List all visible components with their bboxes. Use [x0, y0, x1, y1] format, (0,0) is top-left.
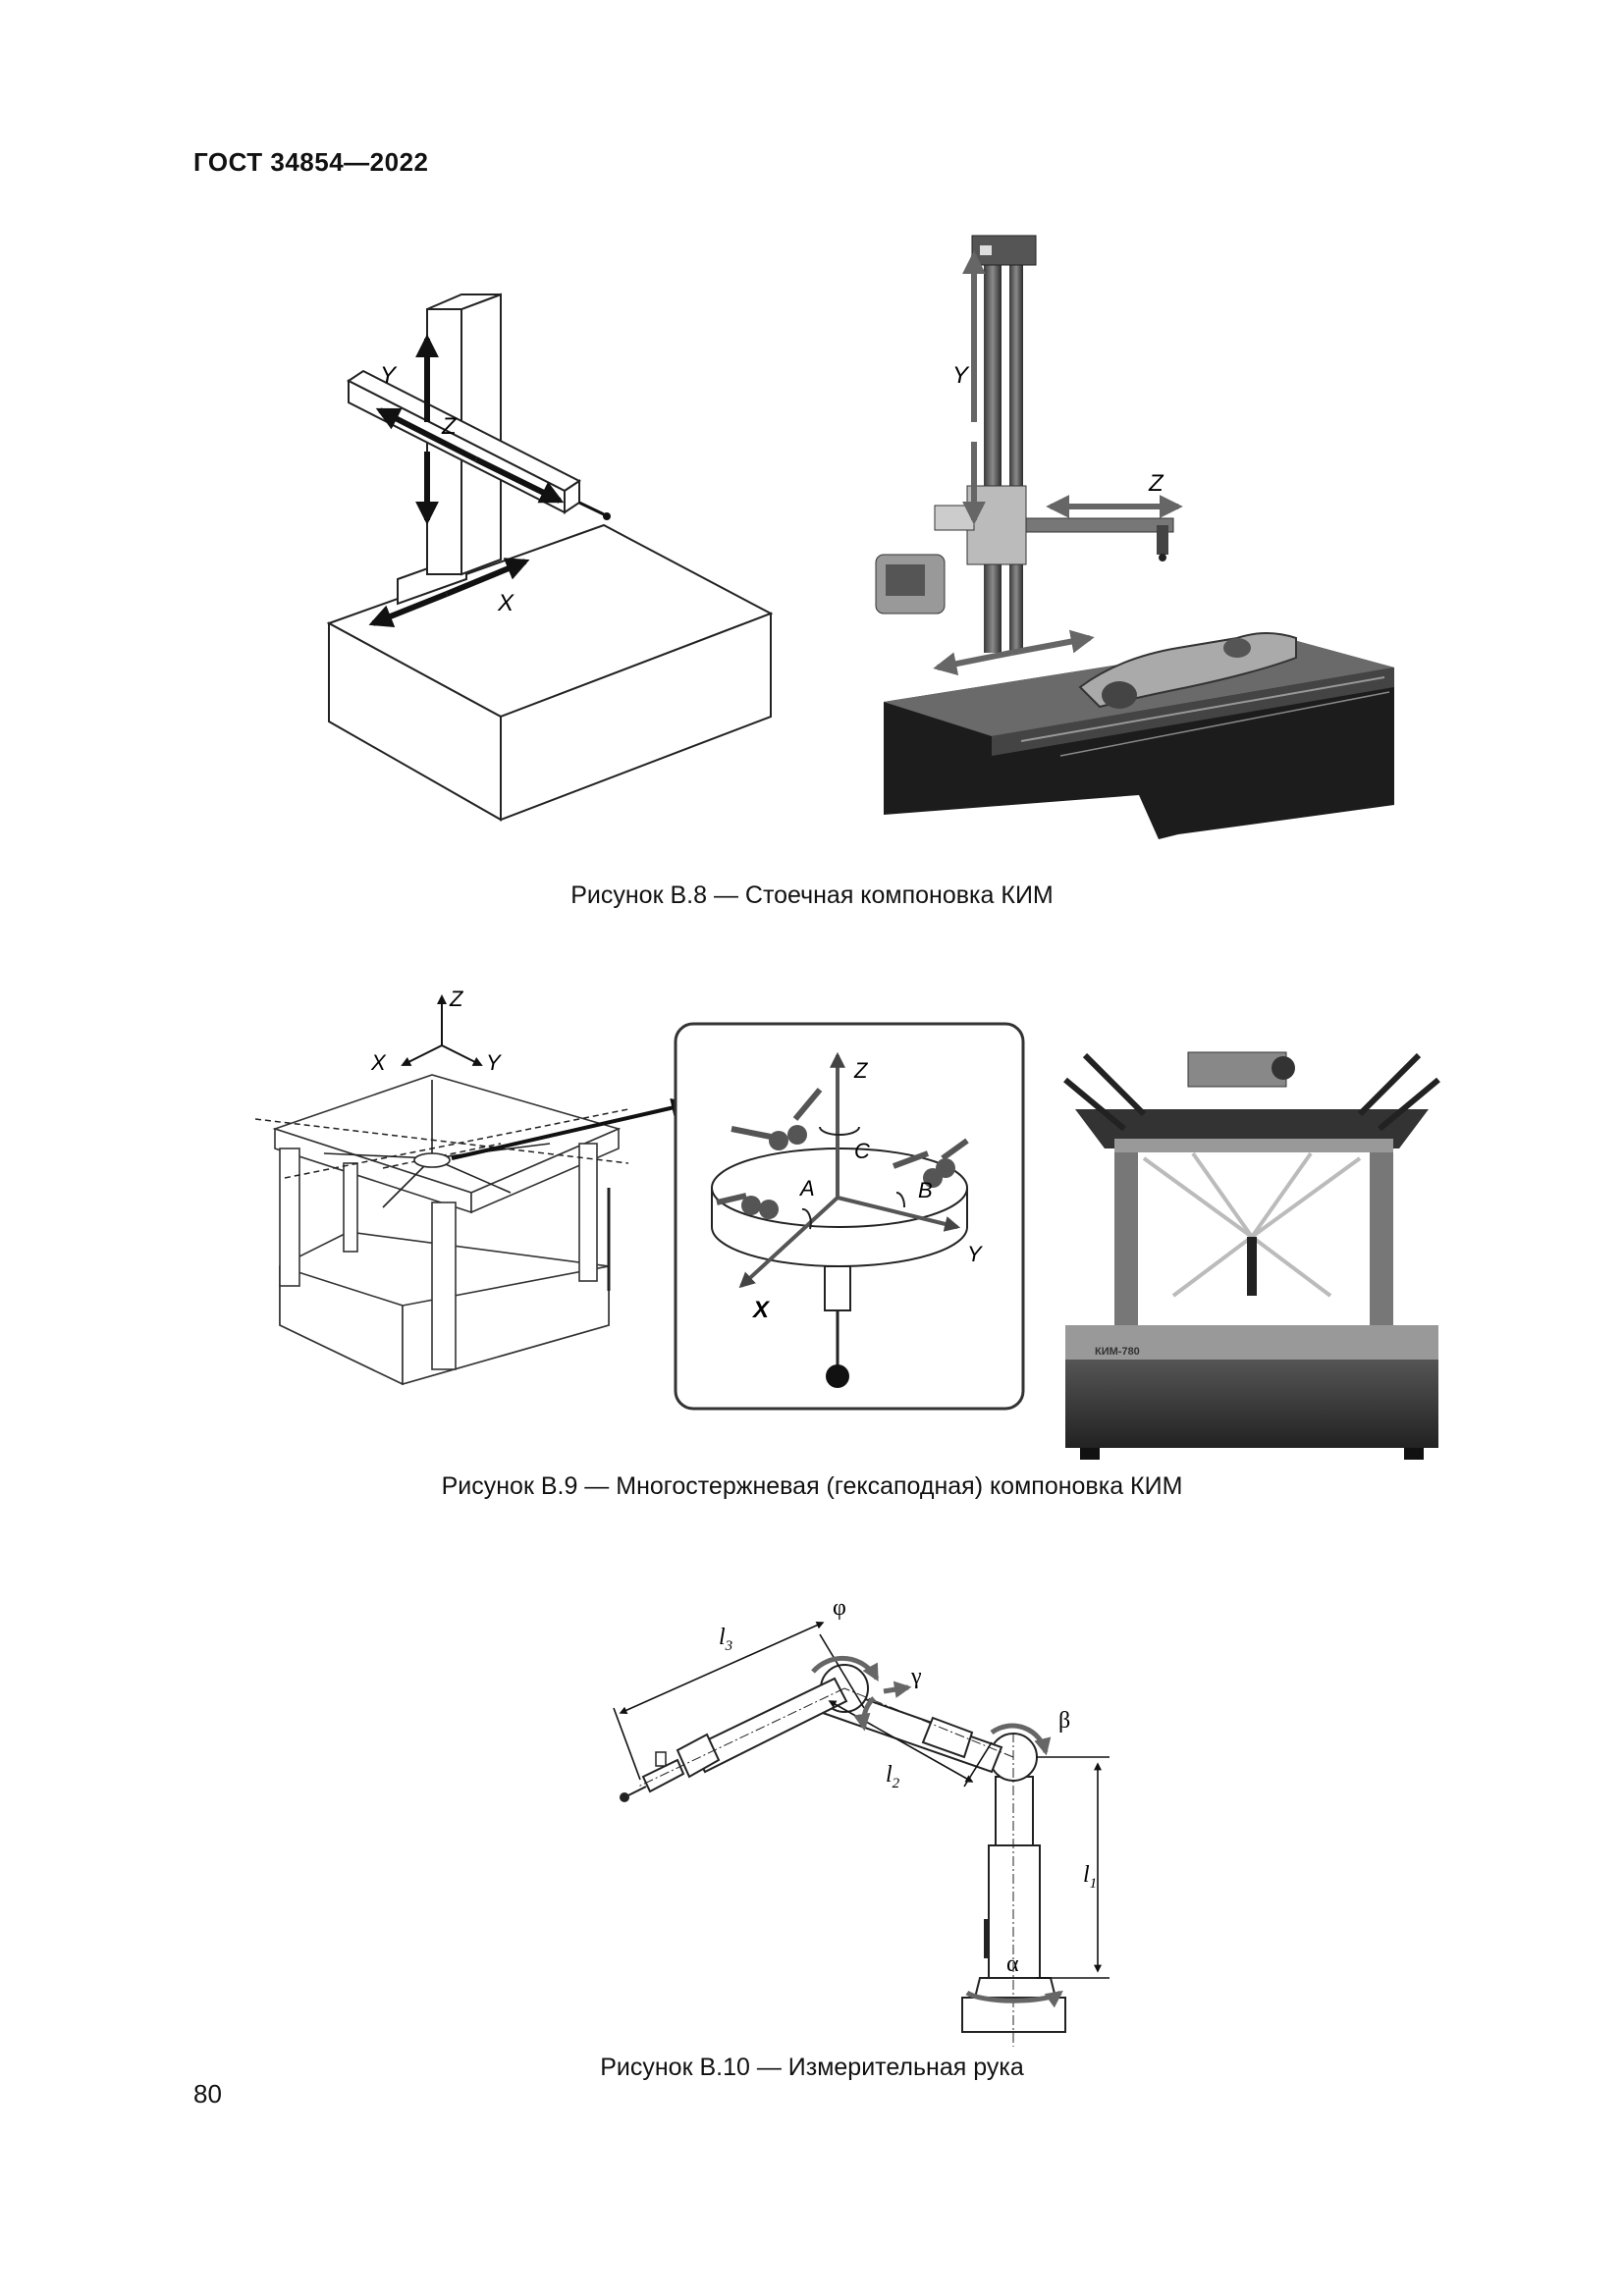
frame-axis-z: Z: [449, 987, 464, 1011]
arm-label-l3: l3: [719, 1625, 732, 1654]
arm-label-gamma: γ: [910, 1664, 922, 1689]
detail-axis-c: C: [854, 1139, 870, 1163]
fig-b10-measuring-arm: φ γ β α l3 l2 l1: [613, 1595, 1110, 2047]
arm-label-phi: φ: [833, 1595, 846, 1621]
photo-axis-z: Z: [1148, 470, 1164, 497]
document-header: ГОСТ 34854—2022: [193, 147, 429, 177]
detail-axis-x: X: [751, 1297, 771, 1323]
drawing-axis-z: Z: [441, 413, 458, 440]
figure-caption-b10: Рисунок В.10 — Измерительная рука: [600, 2054, 1024, 2081]
arm-label-alpha: α: [1006, 1951, 1019, 1977]
arm-label-l1: l1: [1083, 1862, 1097, 1892]
fig-b8-column-drawing: Y Z X: [326, 293, 774, 822]
detail-axis-y: Y: [967, 1242, 983, 1266]
arm-label-beta: β: [1058, 1708, 1070, 1734]
arm-label-l2: l2: [886, 1762, 900, 1791]
detail-axis-a: A: [798, 1176, 815, 1201]
photo-axis-x: X: [1025, 622, 1043, 649]
page-number: 80: [193, 2079, 222, 2109]
drawing-axis-x: X: [497, 590, 514, 616]
fig-b9-hexapod-frame: Z X Y: [255, 987, 691, 1386]
fig-b9-platform-detail: Z C A B Y X: [674, 1022, 1025, 1411]
fig-b9-hexapod-photo: КИМ-780: [1063, 1051, 1440, 1460]
drawing-axis-y: Y: [380, 362, 398, 389]
figure-caption-b9: Рисунок В.9 — Многостержневая (гексаподн…: [441, 1472, 1183, 1500]
photo-axis-y: Y: [952, 362, 970, 389]
detail-axis-z: Z: [853, 1058, 869, 1083]
detail-axis-b: B: [918, 1178, 933, 1202]
frame-axis-y: Y: [486, 1050, 502, 1075]
fig-b8-column-photo: Y Z X: [875, 235, 1394, 839]
figure-caption-b8: Рисунок В.8 — Стоечная компоновка КИМ: [570, 881, 1054, 909]
frame-axis-x: X: [370, 1050, 387, 1075]
photo-machine-badge: КИМ-780: [1095, 1346, 1140, 1358]
